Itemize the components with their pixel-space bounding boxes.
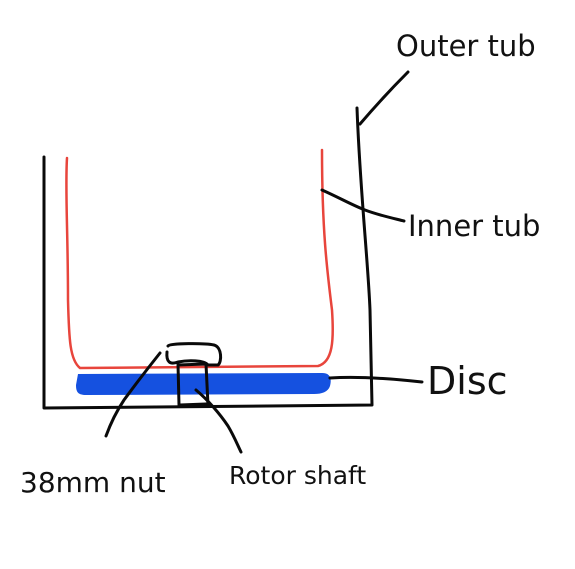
nut-label: 38mm nut: [20, 466, 166, 499]
inner-tub-outline: [65, 148, 335, 370]
nut-leader: [104, 351, 162, 438]
outer-tub-leader: [358, 70, 410, 126]
outer-tub-label: Outer tub: [396, 29, 536, 63]
disc-shape: [76, 373, 331, 395]
nut-outline: [165, 342, 223, 367]
disc-label: Disc: [427, 359, 508, 403]
rotor-shaft-leader: [194, 388, 243, 454]
disc-leader: [328, 375, 424, 384]
rotor-shaft-label: Rotor shaft: [229, 461, 367, 490]
inner-tub-leader: [320, 188, 406, 223]
outer-tub-outline: [42, 106, 374, 410]
rotor-shaft-outline: [176, 362, 210, 407]
inner-tub-label: Inner tub: [408, 209, 541, 243]
